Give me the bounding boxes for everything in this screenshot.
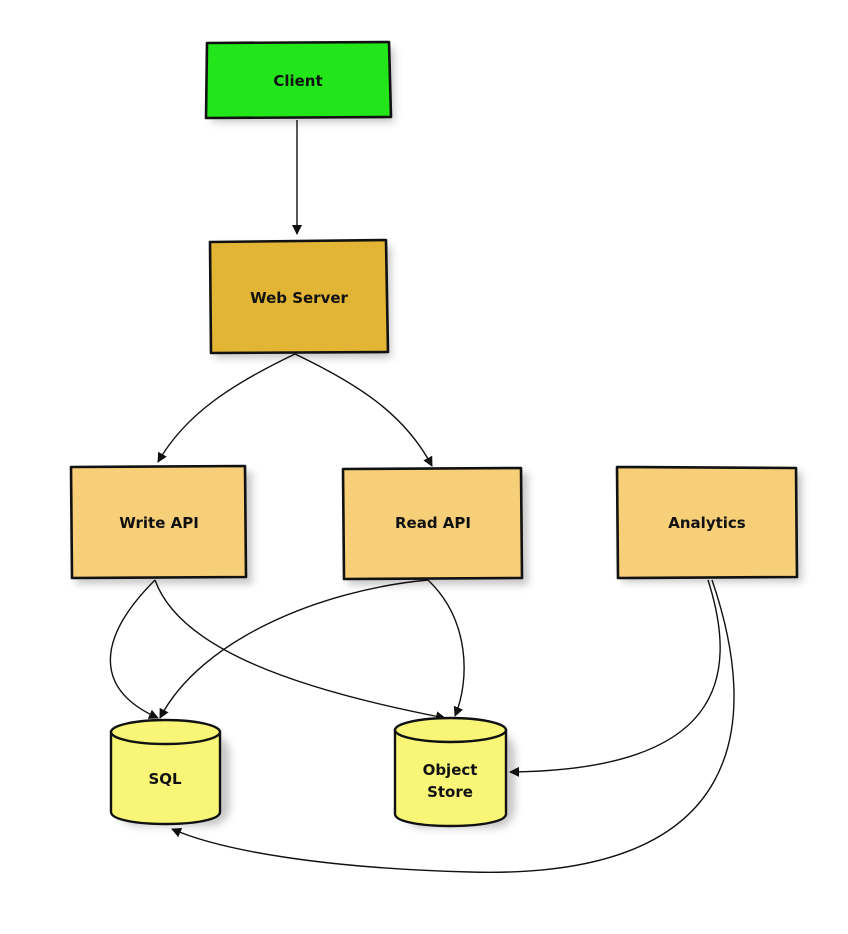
object-store-label-line2: Store (427, 783, 473, 801)
edge-write-api-to-sql (109, 579, 159, 719)
edge-analytics-to-sql (171, 579, 735, 873)
read-api-label: Read API (395, 514, 471, 532)
read-api-box (341, 466, 524, 581)
sql-cylinder-body (109, 730, 222, 826)
analytics-label: Analytics (668, 514, 746, 532)
write-api-box (69, 464, 248, 580)
node-web-server: Web Server (208, 238, 391, 358)
object-store-cylinder-top (393, 716, 508, 744)
edge-read-api-to-sql (159, 579, 429, 719)
edge-read-api-to-object-store (427, 579, 465, 717)
sql-cylinder-top (109, 718, 222, 746)
node-analytics: Analytics (615, 465, 802, 582)
node-object-store: Object Store (393, 716, 515, 828)
edge-write-api-to-object-store (154, 579, 446, 722)
sql-label: SQL (148, 770, 182, 788)
object-store-label-line1: Object (423, 761, 478, 779)
client-box (204, 40, 393, 120)
web-server-box (208, 238, 390, 355)
analytics-box (615, 465, 799, 580)
node-read-api: Read API (341, 466, 528, 585)
node-write-api: Write API (69, 464, 252, 584)
edge-web-server-to-write-api (157, 353, 296, 463)
edges (109, 120, 735, 873)
edge-analytics-to-object-store (509, 579, 721, 777)
node-sql: SQL (109, 718, 230, 826)
web-server-label: Web Server (250, 289, 348, 307)
edge-web-server-to-read-api (294, 353, 433, 467)
object-store-cylinder-body (393, 728, 508, 828)
client-label: Client (273, 72, 322, 90)
node-client: Client (204, 40, 394, 122)
write-api-label: Write API (119, 514, 199, 532)
